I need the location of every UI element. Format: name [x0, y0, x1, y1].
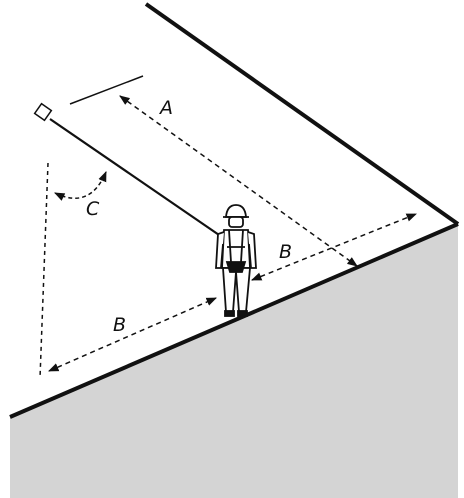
- angle-c-arc: [54, 171, 107, 201]
- label-b-left: B: [113, 314, 126, 336]
- label-c: C: [86, 198, 100, 220]
- anchor-point: [33, 102, 53, 122]
- label-a: A: [158, 97, 173, 119]
- dimension-b-right-arrow: [251, 213, 417, 281]
- label-b-right: B: [279, 241, 292, 263]
- anchor-reference-line: [69, 75, 144, 105]
- roof-back-edge: [144, 2, 460, 226]
- dimension-b-left-arrow: [48, 297, 217, 372]
- wall-face: [10, 224, 458, 498]
- vertical-reference-line: [39, 162, 49, 379]
- worker-figure: [215, 204, 257, 317]
- hard-hat-icon: [225, 204, 247, 218]
- lifeline: [49, 118, 223, 238]
